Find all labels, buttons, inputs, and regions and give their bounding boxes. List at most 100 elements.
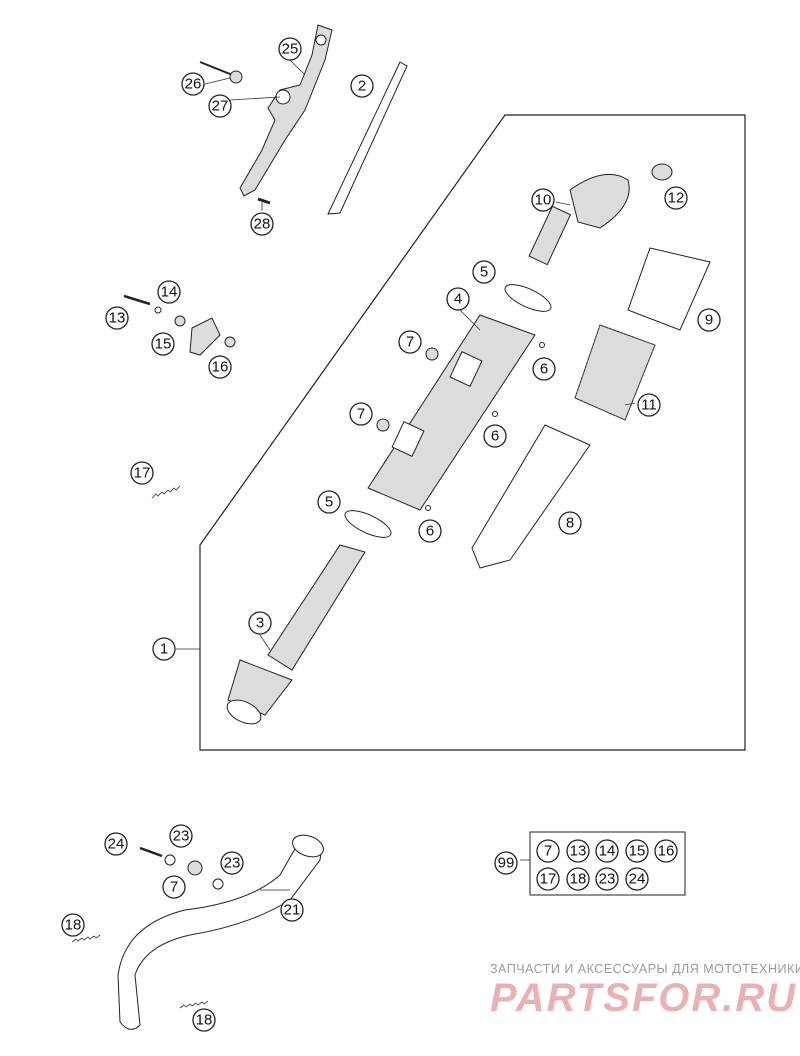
svg-text:17: 17	[540, 871, 557, 888]
part-2-shield	[327, 61, 408, 215]
svg-text:16: 16	[658, 843, 675, 860]
callout-17: 17	[130, 461, 154, 485]
svg-text:14: 14	[599, 843, 616, 860]
callout-18b: 18	[192, 1008, 216, 1032]
part-28-screw	[257, 197, 271, 205]
callout-9: 9	[697, 308, 721, 332]
kit-item: 24	[625, 867, 649, 891]
part-21-pipe-end	[292, 834, 324, 858]
svg-text:8: 8	[566, 515, 574, 532]
svg-text:27: 27	[212, 98, 229, 115]
kit-99: 99 7 13 14 15 16 17 18 23 24	[494, 831, 686, 896]
callout-12: 12	[664, 186, 688, 210]
part-6-rivet-b	[492, 411, 498, 417]
part-5-gasket-top	[504, 284, 552, 312]
svg-text:5: 5	[480, 264, 488, 281]
kit-item: 23	[595, 867, 619, 891]
callout-13: 13	[105, 306, 129, 330]
svg-text:6: 6	[540, 361, 548, 378]
part-21-header-pipe	[117, 838, 322, 1030]
callout-4: 4	[446, 287, 470, 311]
callout-1: 1	[152, 637, 176, 661]
svg-text:25: 25	[282, 41, 299, 58]
header-mount-hardware	[139, 846, 224, 890]
svg-text:21: 21	[284, 902, 301, 919]
callout-26: 26	[181, 72, 205, 96]
kit-item: 14	[595, 839, 619, 863]
part-18-spring-b	[179, 1000, 209, 1009]
svg-text:2: 2	[358, 78, 366, 95]
callout-15: 15	[151, 332, 175, 356]
kit-item: 16	[654, 839, 678, 863]
watermark-tagline: ЗАПЧАСТИ И АКСЕССУАРЫ ДЛЯ МОТОТЕХНИКИ	[490, 962, 800, 976]
svg-text:28: 28	[254, 216, 271, 233]
callout-28: 28	[250, 212, 274, 236]
callout-5a: 5	[472, 260, 496, 284]
svg-text:18: 18	[65, 917, 82, 934]
svg-text:6: 6	[491, 428, 499, 445]
callout-2: 2	[350, 74, 374, 98]
leader-lines	[176, 59, 636, 891]
callout-24: 24	[104, 832, 128, 856]
svg-text:18: 18	[196, 1012, 213, 1029]
callout-6c: 6	[418, 519, 442, 543]
part-6-rivet-a	[539, 342, 545, 348]
svg-text:7: 7	[544, 843, 552, 860]
callout-8: 8	[558, 511, 582, 535]
svg-text:12: 12	[668, 190, 685, 207]
callout-10: 10	[531, 188, 555, 212]
svg-text:16: 16	[212, 359, 229, 376]
kit-item: 15	[625, 839, 649, 863]
svg-text:23: 23	[224, 855, 241, 872]
callout-18a: 18	[61, 913, 85, 937]
svg-text:10: 10	[535, 192, 552, 209]
svg-text:24: 24	[108, 836, 125, 853]
part-25-bracket	[239, 24, 333, 197]
part-7-rubber-a	[425, 347, 439, 361]
part-11-core	[574, 324, 656, 421]
callout-14: 14	[157, 280, 181, 304]
svg-text:15: 15	[155, 336, 172, 353]
svg-text:4: 4	[454, 291, 462, 308]
callout-27: 27	[208, 94, 232, 118]
part-9-sleeve	[627, 247, 711, 331]
svg-text:23: 23	[599, 871, 616, 888]
callout-23a: 23	[169, 824, 193, 848]
svg-text:99: 99	[498, 855, 515, 872]
svg-text:9: 9	[705, 312, 713, 329]
part-18-spring-a	[71, 934, 101, 943]
svg-text:7: 7	[170, 879, 178, 896]
callout-25: 25	[278, 37, 302, 61]
svg-text:18: 18	[570, 871, 587, 888]
part-5-gasket-bottom	[344, 510, 392, 538]
kit-99-label: 99	[494, 851, 518, 875]
part-17-spring	[151, 485, 181, 499]
silencer-assembly-boundary	[199, 114, 746, 751]
svg-text:15: 15	[629, 843, 646, 860]
svg-text:13: 13	[109, 310, 126, 327]
callout-7c: 7	[162, 875, 186, 899]
svg-text:23: 23	[173, 828, 190, 845]
callout-6a: 6	[532, 357, 556, 381]
callout-3: 3	[248, 611, 272, 635]
svg-text:26: 26	[185, 76, 202, 93]
svg-text:11: 11	[641, 397, 657, 414]
svg-text:7: 7	[357, 406, 365, 423]
callout-6b: 6	[483, 424, 507, 448]
part-6-rivet-c	[425, 505, 431, 511]
kit-item: 7	[536, 839, 560, 863]
callout-23b: 23	[220, 851, 244, 875]
svg-text:7: 7	[406, 334, 414, 351]
svg-text:1: 1	[160, 641, 168, 658]
part-8-outer-sleeve	[471, 424, 591, 569]
part-12-cap	[651, 163, 673, 181]
svg-text:6: 6	[426, 523, 434, 540]
kit-item: 18	[566, 867, 590, 891]
callout-11: 11	[637, 393, 661, 417]
callouts: 1 2 3 4 5 5 6 6 6 7 7 7 8 9 10 11 12 13 …	[61, 37, 721, 1032]
callout-7a: 7	[398, 330, 422, 354]
part-3-inner-pipe	[226, 544, 366, 725]
watermark-logo: PARTSFOR.RU	[490, 976, 798, 1020]
callout-21: 21	[280, 898, 304, 922]
